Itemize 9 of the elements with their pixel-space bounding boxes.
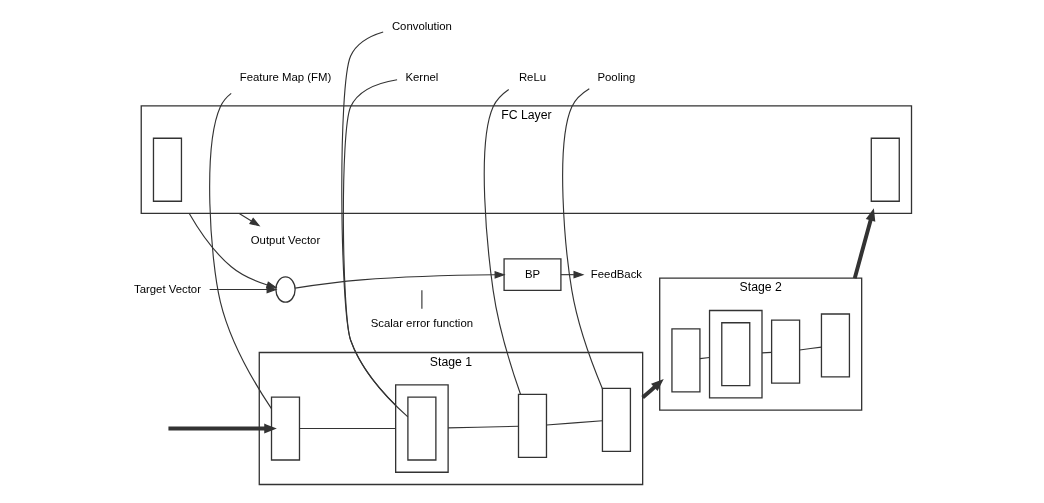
node-text: FeedBack [590, 267, 642, 280]
node-text: Pooling [597, 70, 636, 83]
node-text: Feature Map (FM) [239, 70, 332, 83]
node-text: Convolution [391, 20, 452, 33]
node-text: Kernel [405, 70, 439, 83]
node-text: Scalar error function [370, 317, 474, 330]
node-text: Target Vector [134, 282, 201, 295]
node-text: Output Vector [250, 234, 321, 247]
node-text: ReLu [518, 70, 547, 83]
